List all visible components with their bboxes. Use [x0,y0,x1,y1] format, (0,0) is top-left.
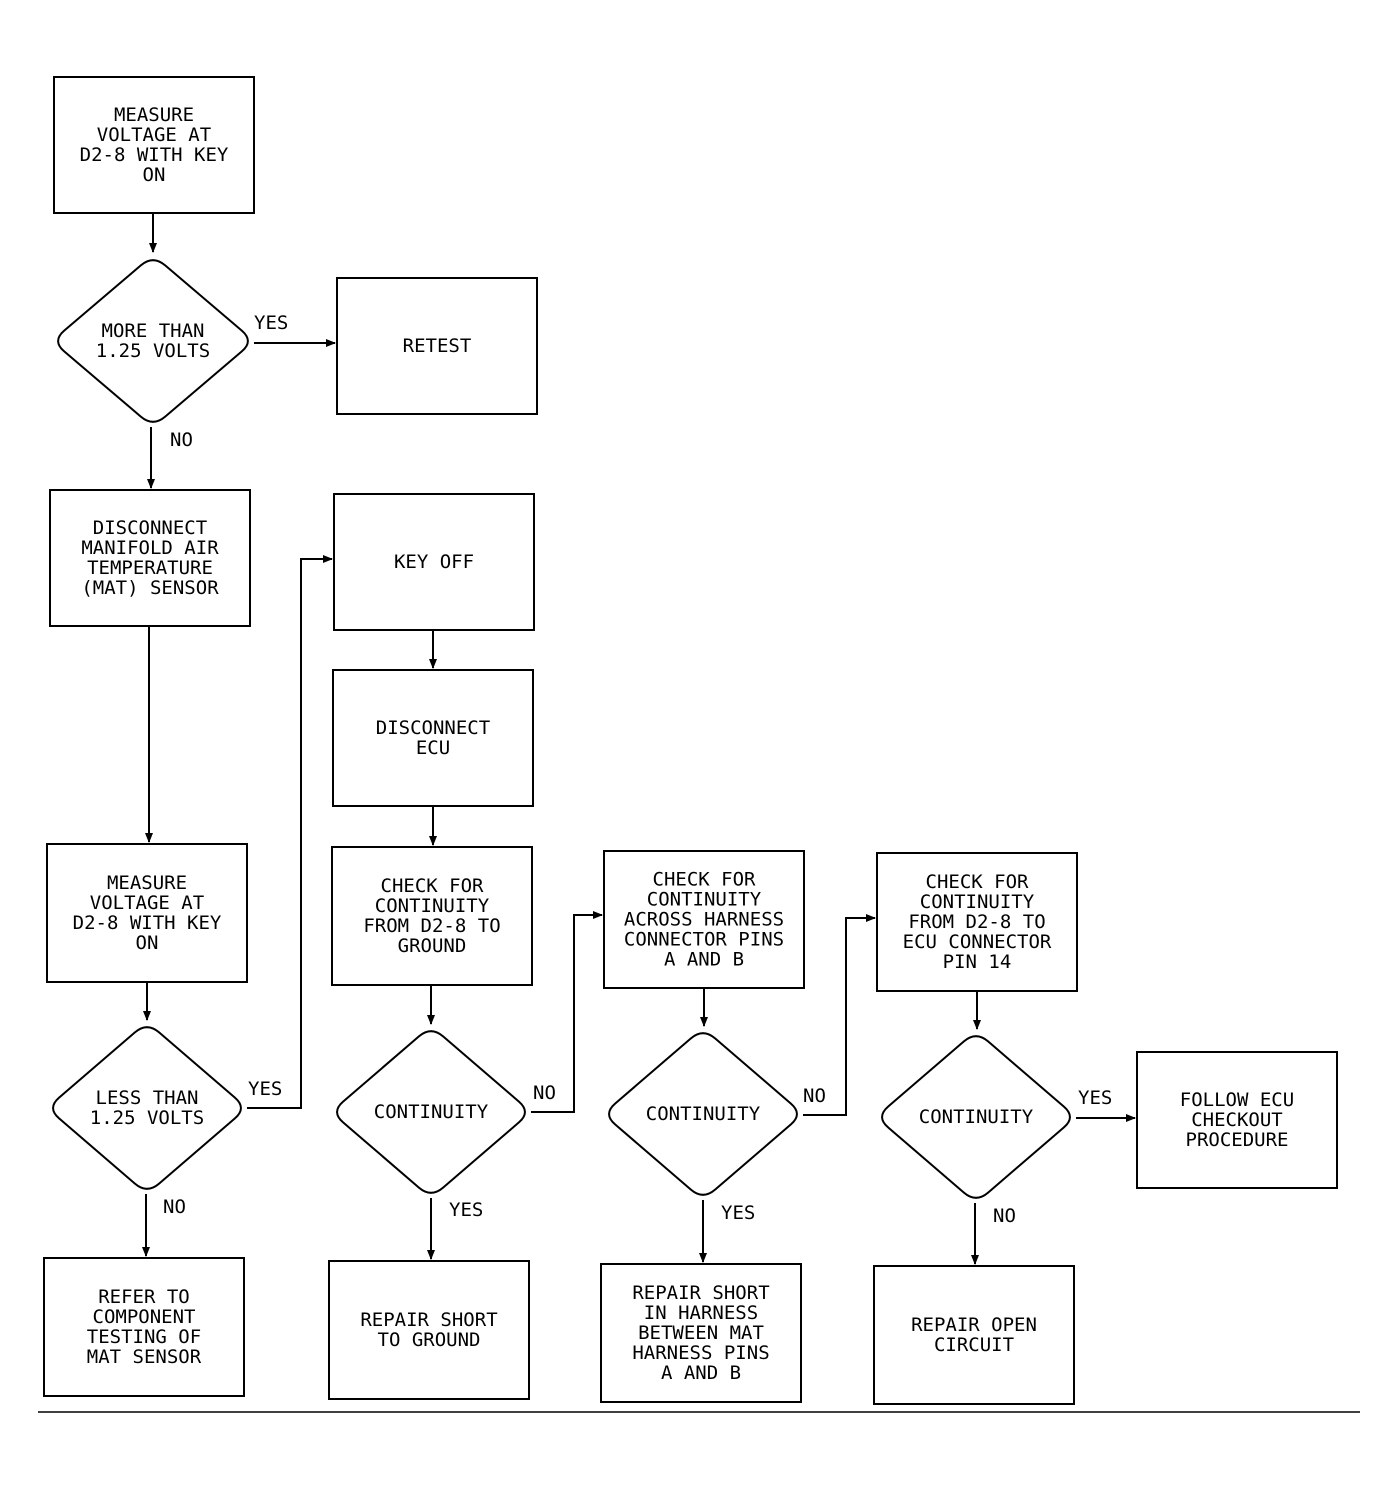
measure2-line: MEASURE [107,872,187,894]
decision3-line: CONTINUITY [374,1101,489,1123]
d5-no-label: NO [993,1205,1016,1227]
disconnect-mat-line: (MAT) SENSOR [81,577,219,599]
follow-ecu-line: FOLLOW ECU [1180,1089,1294,1111]
edge-decision3-checkharness [531,911,603,1113]
key-off-text: KEY OFF [394,551,474,573]
measure2-line: D2-8 WITH KEY [73,912,222,934]
repair-open-box [873,1265,1075,1405]
check-ground-line: CONTINUITY [375,895,490,917]
repair-short-harness-line: A AND B [661,1362,741,1384]
repair-open-line: CIRCUIT [934,1334,1014,1356]
decision1-diamond [57,259,249,423]
check-ground-line: GROUND [398,935,467,957]
check-ground-line: CHECK FOR [381,875,485,897]
d4-yes-label: YES [721,1202,755,1224]
repair-short-ground-line: TO GROUND [378,1329,481,1351]
repair-short-ground-line: REPAIR SHORT [360,1309,497,1331]
check-harness-line: CONTINUITY [647,889,762,911]
check-harness-line: A AND B [664,949,744,971]
repair-short-harness-line: BETWEEN MAT [638,1322,764,1344]
d4-no-label: NO [803,1085,826,1107]
decision3-text: CONTINUITY [374,1101,489,1123]
follow-ecu-line: PROCEDURE [1186,1129,1289,1151]
check-harness-line: ACROSS HARNESS [624,909,784,931]
d5-yes-label: YES [1078,1087,1112,1109]
repair-short-harness-line: IN HARNESS [644,1302,758,1324]
repair-open-line: REPAIR OPEN [911,1314,1037,1336]
edge-decision4-checkecupin [803,914,876,1116]
decision2-line: 1.25 VOLTS [90,1107,204,1129]
follow-ecu-box [1136,1051,1338,1189]
d3-no-label: NO [533,1082,556,1104]
refer-line: TESTING OF [87,1326,201,1348]
d1-yes-label: YES [254,312,288,334]
check-harness-line: CHECK FOR [653,869,757,891]
decision5-diamond [881,1035,1071,1199]
disconnect-mat-line: DISCONNECT [93,517,207,539]
repair-short-harness-line: HARNESS PINS [632,1342,769,1364]
check-ecu-pin-line: CONTINUITY [920,891,1035,913]
refer-line: REFER TO [98,1286,190,1308]
measure2-line: ON [136,932,159,954]
decision2-diamond [52,1026,242,1190]
d2-yes-label: YES [248,1078,282,1100]
decision1-line: MORE THAN [102,320,205,342]
follow-ecu-line: CHECKOUT [1191,1109,1283,1131]
refer-box [43,1257,245,1397]
check-harness-line: CONNECTOR PINS [624,929,784,951]
refer-line: COMPONENT [93,1306,196,1328]
key-off-line: KEY OFF [394,551,474,573]
measure1-line: VOLTAGE AT [97,124,211,146]
check-ecu-pin-line: ECU CONNECTOR [903,931,1052,953]
check-ecu-pin-line: PIN 14 [943,951,1012,973]
disconnect-mat-line: TEMPERATURE [87,557,213,579]
retest-text: RETEST [403,335,472,357]
d1-no-label: NO [170,429,193,451]
retest-line: RETEST [403,335,472,357]
d3-yes-label: YES [449,1199,483,1221]
decision1-line: 1.25 VOLTS [96,340,210,362]
measure1-line: ON [143,164,166,186]
repair-short-harness-line: REPAIR SHORT [632,1282,769,1304]
decision4-line: CONTINUITY [646,1103,761,1125]
disconnect-ecu-line: DISCONNECT [376,717,490,739]
check-ground-line: FROM D2-8 TO [363,915,500,937]
check-ecu-pin-line: FROM D2-8 TO [908,911,1045,933]
decision5-line: CONTINUITY [919,1106,1034,1128]
decision4-diamond [608,1032,798,1196]
measure2-line: VOLTAGE AT [90,892,204,914]
refer-line: MAT SENSOR [87,1346,202,1368]
d2-no-label: NO [163,1196,186,1218]
disconnect-mat-line: MANIFOLD AIR [81,537,219,559]
measure1-line: D2-8 WITH KEY [80,144,229,166]
decision4-text: CONTINUITY [646,1103,761,1125]
disconnect-ecu-line: ECU [416,737,450,759]
edge-decision2-keyoff [247,555,333,1109]
decision3-diamond [336,1030,526,1194]
repair-short-harness-box [600,1263,802,1403]
check-ecu-pin-line: CHECK FOR [926,871,1030,893]
repair-short-ground-box [328,1260,530,1400]
retest-box [336,277,538,415]
decision5-text: CONTINUITY [919,1106,1034,1128]
decision2-line: LESS THAN [96,1087,199,1109]
measure1-line: MEASURE [114,104,194,126]
